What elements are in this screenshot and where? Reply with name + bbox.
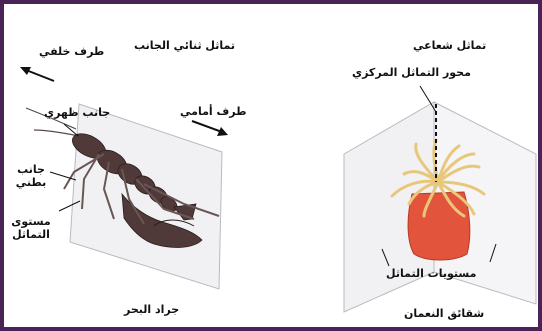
central-axis-label: محور التماثل المركزي bbox=[352, 67, 471, 80]
plane-of-symmetry-shape bbox=[70, 104, 222, 289]
right-panel-title: تماثل شعاعي bbox=[413, 40, 486, 53]
planes-of-symmetry-label: مستويات التماثل bbox=[386, 268, 476, 281]
left-panel-title: تماثل ثنائي الجانب bbox=[134, 40, 235, 53]
posterior-arrow bbox=[20, 67, 54, 81]
anterior-arrow bbox=[192, 121, 228, 136]
bilateral-symmetry-panel: تماثل ثنائي الجانب طرف خلفي طرف أمامي جا… bbox=[4, 4, 274, 327]
left-caption: جراد البحر bbox=[124, 304, 179, 317]
anterior-end-label: طرف أمامي bbox=[180, 106, 246, 119]
dorsal-side-label: جانب ظهري bbox=[44, 107, 110, 120]
ventral-side-label: جانب بطني bbox=[14, 164, 48, 189]
posterior-end-label: طرف خلفي bbox=[39, 46, 104, 59]
radial-symmetry-panel: تماثل شعاعي محور التماثل المركزي مستويات… bbox=[274, 4, 538, 327]
plane-of-symmetry-label: مستوى التماثل bbox=[10, 216, 52, 241]
right-caption: شقائق النعمان bbox=[404, 308, 484, 321]
